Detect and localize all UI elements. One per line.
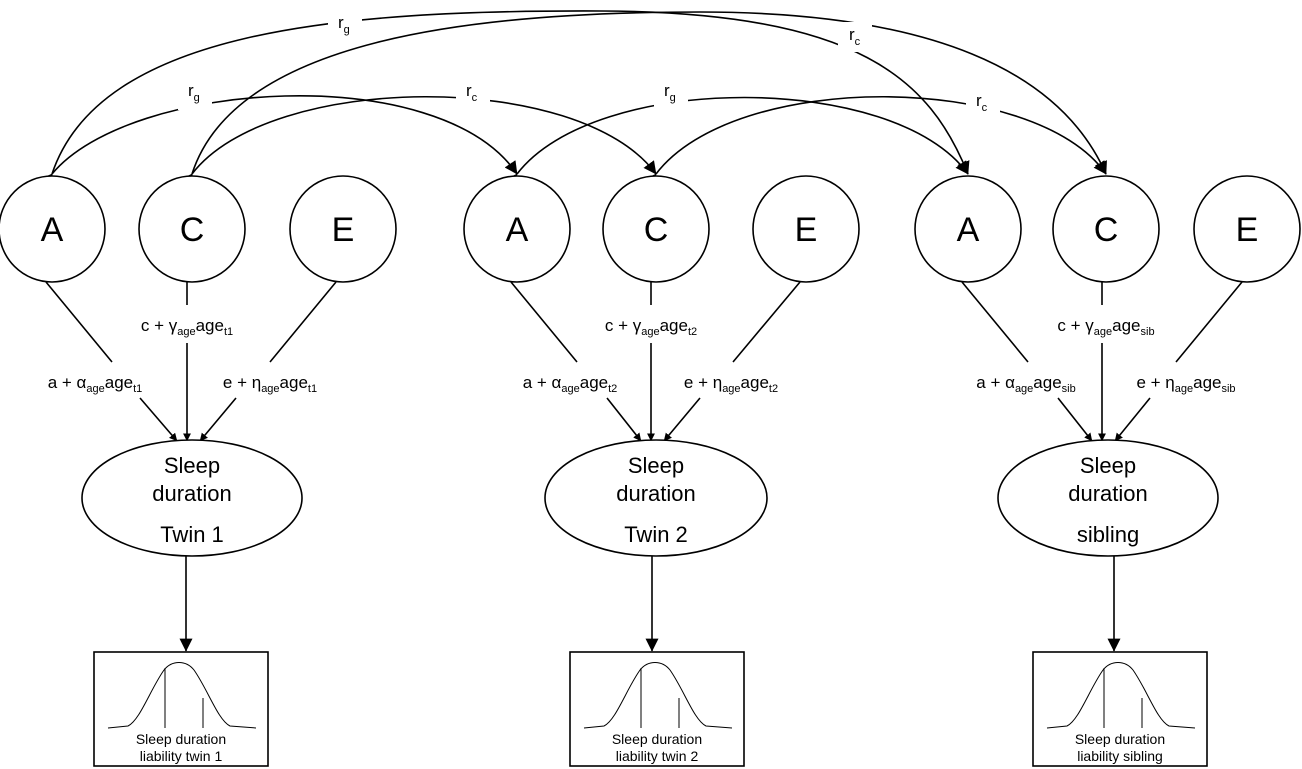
box-line1: Sleep duration [136, 731, 226, 747]
ellipse-line1: Sleep [1080, 453, 1136, 478]
rc-inner-left-curve [179, 95, 657, 188]
latent-e-label: E [1236, 211, 1259, 249]
latent-e-label: E [795, 211, 818, 249]
latent-c-twin1 [138, 175, 246, 283]
rg-inner-right-curve [504, 96, 969, 188]
rc-inner-left-label: rc [466, 81, 478, 104]
rc-inner-right-label: rc [976, 91, 988, 114]
ellipse-line3: sibling [1077, 522, 1139, 547]
latent-a-sibling [914, 175, 1022, 283]
path-a-label: a + αageagesib [976, 373, 1075, 395]
rg-inner-left-label: rg [188, 81, 200, 104]
box-line1: Sleep duration [1075, 731, 1165, 747]
path-c-label: c + γageagesib [1057, 316, 1154, 338]
box-line2: liability sibling [1077, 748, 1163, 764]
rc-outer-curve [182, 11, 1107, 188]
latent-e-label: E [332, 211, 355, 249]
path-e-label: e + ηageaget2 [684, 373, 778, 395]
ellipse-line2: duration [616, 481, 696, 506]
latent-c-twin2 [602, 175, 710, 283]
ellipse-line3: Twin 1 [160, 522, 224, 547]
sleep-duration-twin1-ellipse [81, 439, 303, 557]
sleep-duration-sibling-ellipse [997, 439, 1219, 557]
latent-c-label: C [644, 211, 669, 249]
ellipse-line2: duration [152, 481, 232, 506]
ellipse-line1: Sleep [164, 453, 220, 478]
latent-c-label: C [1094, 211, 1119, 249]
ellipse-line1: Sleep [628, 453, 684, 478]
group-twin1: A C E c + γageaget1 a + αageaget1 e + ηa… [0, 175, 397, 767]
liability-box-twin2 [569, 651, 745, 767]
ellipse-line2: duration [1068, 481, 1148, 506]
path-a-label: a + αageaget2 [523, 373, 618, 395]
path-e-label: e + ηageagesib [1136, 373, 1235, 395]
box-line2: liability twin 1 [140, 748, 223, 764]
rg-outer-curve [41, 10, 970, 188]
liability-box-twin1 [93, 651, 269, 767]
correlation-paths: rg rc rg rc rg rc [39, 10, 1107, 188]
rc-inner-right-curve [643, 95, 1107, 188]
latent-a-label: A [957, 211, 980, 249]
latent-c-sibling [1052, 175, 1160, 283]
path-a-label: a + αageaget1 [48, 373, 143, 395]
box-line1: Sleep duration [612, 731, 702, 747]
path-e-label: e + ηageaget1 [223, 373, 317, 395]
rg-outer-label: rg [338, 13, 350, 36]
ellipse-line3: Twin 2 [624, 522, 688, 547]
box-line2: liability twin 2 [616, 748, 699, 764]
latent-e-twin2 [752, 175, 860, 283]
rg-inner-left-curve [39, 95, 518, 188]
latent-a-twin1 [0, 175, 106, 283]
rc-outer-label: rc [849, 25, 861, 48]
latent-a-label: A [41, 211, 64, 249]
sleep-duration-twin2-ellipse [544, 439, 768, 557]
group-twin2: A C E c + γageaget2 a + αageaget2 e + ηa… [463, 175, 860, 767]
latent-e-twin1 [289, 175, 397, 283]
liability-box-sibling [1032, 651, 1208, 767]
rg-inner-right-label: rg [664, 81, 676, 104]
latent-c-label: C [180, 211, 205, 249]
latent-a-label: A [506, 211, 529, 249]
path-c-label: c + γageaget1 [141, 316, 233, 338]
latent-a-twin2 [463, 175, 571, 283]
path-c-label: c + γageaget2 [605, 316, 697, 338]
group-sibling: A C E c + γageagesib a + αageagesib e + … [914, 175, 1301, 767]
latent-e-sibling [1193, 175, 1301, 283]
